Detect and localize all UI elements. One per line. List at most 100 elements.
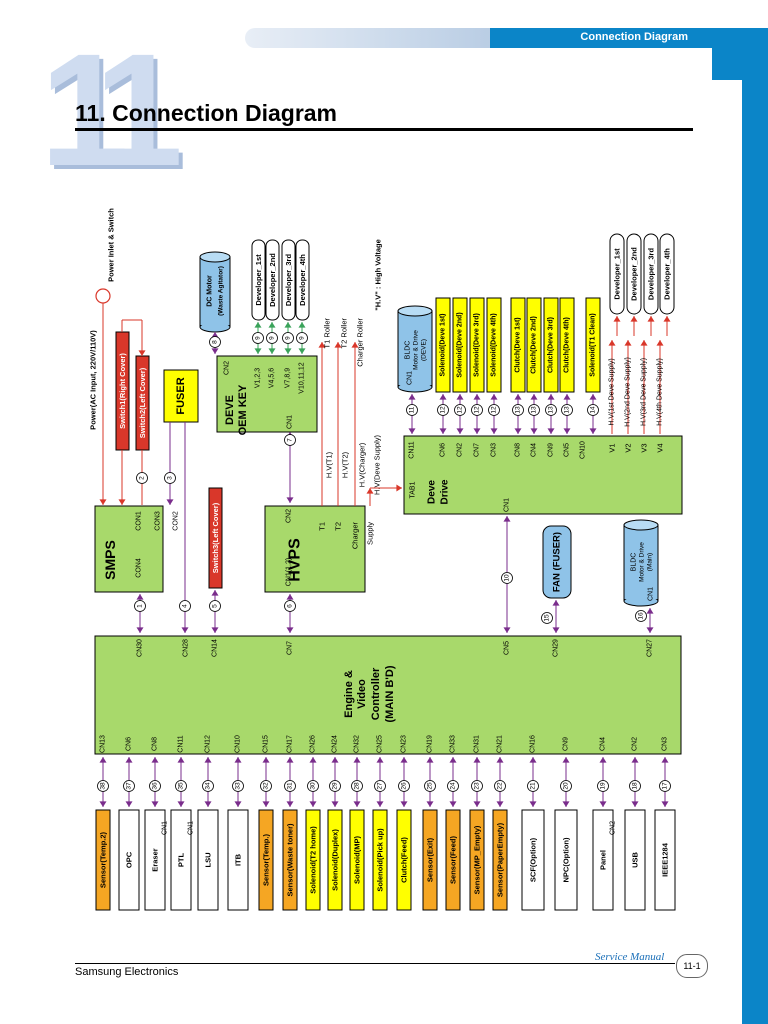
wire-bottom-13-arrow-top — [426, 757, 434, 763]
num-dc-motor-text: 8 — [212, 340, 219, 344]
bottom-component-6 — [258, 809, 274, 911]
wire-bottom-4-arrow-bottom — [204, 801, 212, 807]
bldc-main-cn1: CN1 — [648, 587, 655, 601]
deve-drive-cn-7: CN9 — [548, 443, 555, 457]
wire-solenoid-deve-0-arrow-top — [439, 394, 447, 400]
wire-bottom-8-arrow-bottom — [309, 801, 317, 807]
num-dev-left-1-text: 9 — [269, 336, 276, 340]
fan-fuser-box — [542, 525, 572, 599]
wire-dev-left-arrow-bot-1 — [268, 348, 276, 354]
wire-bottom-17-arrow-bottom — [529, 801, 537, 807]
developer-right-label-0: Developer_1st — [613, 248, 622, 300]
wire-bottom-14-arrow-top — [449, 757, 457, 763]
charger-roller-label: Charger Roller — [356, 318, 365, 367]
num-bottom-3-circle — [175, 780, 187, 792]
developer-left-0 — [251, 239, 266, 321]
wire-clutch-deve-1-arrow-top — [530, 394, 538, 400]
num-dev-left-1-circle — [266, 332, 278, 344]
wire-bottom-0-arrow-bottom — [99, 801, 107, 807]
hvps-cn1: CN1(1,2) — [286, 558, 293, 586]
hvps-box — [264, 505, 366, 593]
num-bottom-13-circle — [424, 780, 436, 792]
hv-out-label-1: H.V(T2) — [341, 451, 350, 478]
main-board-label-3: Controller — [370, 667, 382, 720]
wire-bottom-12-arrow-top — [400, 757, 408, 763]
wire-hv-deve-arrow-2 — [640, 340, 648, 346]
deve-cn1: CN1 — [287, 415, 294, 429]
num-power-2-circle — [136, 472, 148, 484]
num-fan-main-circle — [541, 612, 553, 624]
bottom-component-label-0: Sensor(Temp.2) — [99, 831, 108, 888]
bottom-component-1 — [118, 809, 140, 911]
developer-right-3 — [659, 233, 675, 315]
num-bldc-deve-circle — [406, 404, 418, 416]
clutch-deve-2 — [543, 297, 559, 393]
bottom-component-16 — [492, 809, 508, 911]
bottom-component-label-13: Sensor(Exit) — [426, 837, 435, 882]
solenoid-t1 — [585, 297, 601, 393]
main-board — [94, 635, 682, 755]
bottom-component-10 — [349, 809, 365, 911]
bottom-component-label-6: Sensor(Temp.) — [262, 834, 271, 886]
hv-deve-supply-label-2: H.V(3rd Deve Supply) — [641, 358, 648, 426]
deve-key-conn-2: V7,8,9 — [285, 368, 292, 388]
num-bottom-9-circle — [329, 780, 341, 792]
wire-bottom-5-arrow-top — [234, 757, 242, 763]
hvps-pin-3: Supply — [366, 522, 375, 545]
tab1-label: TAB1 — [410, 481, 417, 498]
num-bottom-19-text: 19 — [600, 782, 607, 790]
num-power-3-text: 3 — [167, 476, 174, 480]
num-clutch-deve-0-text: 13 — [515, 406, 522, 414]
wire-bottom-11-arrow-bottom — [376, 801, 384, 807]
main-bottom-cn-10: CN32 — [354, 735, 361, 753]
wire-bottom-12-arrow-bottom — [400, 801, 408, 807]
wire-solenoid-t1-arrow-bottom — [589, 428, 597, 434]
bldc-deve-label-3: (DEVE) — [421, 339, 428, 361]
wire-solenoid-deve-1-arrow-bottom — [456, 428, 464, 434]
bottom-component-0 — [95, 809, 111, 911]
wire-bottom-7-arrow-top — [286, 757, 294, 763]
wire-bottom-1-arrow-top — [125, 757, 133, 763]
clutch-deve-0 — [510, 297, 526, 393]
bottom-component-label-10: Solenoid(MP) — [353, 836, 362, 884]
bottom-component-21 — [654, 809, 676, 911]
bottom-component-label-12: Clutch(Feed) — [400, 837, 409, 883]
num-solenoid-deve-0-circle — [437, 404, 449, 416]
developer-right-1 — [626, 233, 642, 315]
num-drive-main-text: 10 — [504, 574, 511, 582]
deve-drive-cn-5: CN8 — [515, 443, 522, 457]
num-dev-left-2-circle — [282, 332, 294, 344]
developer-left-2 — [281, 239, 296, 321]
bldc-deve-label-1: BLDC — [405, 341, 412, 360]
num-bottom-8-circle — [307, 780, 319, 792]
num-bottom-13-text: 25 — [427, 782, 434, 790]
wire-bottom-18-arrow-bottom — [562, 801, 570, 807]
num-bottom-18-circle — [560, 780, 572, 792]
bottom-component-label-8: Solenoid(T2 home) — [309, 826, 318, 894]
main-bottom-cn-20: CN2 — [632, 737, 639, 751]
wire-bottom-19-arrow-bottom — [599, 801, 607, 807]
bottom-component-8 — [305, 809, 321, 911]
num-smps-main-text: 1 — [137, 604, 144, 608]
num-solenoid-deve-1-text: 12 — [457, 406, 464, 414]
num-bottom-16-text: 22 — [497, 782, 504, 790]
main-bottom-cn-21: CN3 — [662, 737, 669, 751]
sw2-arrow — [138, 350, 146, 356]
num-bottom-14-circle — [447, 780, 459, 792]
deve-drive-label-1: Deve — [427, 480, 438, 504]
wire-bottom-10-arrow-bottom — [353, 801, 361, 807]
wire-dev-right-arrow-3 — [663, 316, 671, 322]
num-clutch-deve-0-circle — [512, 404, 524, 416]
hv-deve-supply-label-3: H.V(4th Deve Supply) — [657, 358, 664, 426]
wire-bottom-6-arrow-bottom — [262, 801, 270, 807]
wire-solenoid-deve-2-arrow-bottom — [473, 428, 481, 434]
hv-out-label-2: H.V(Charger) — [358, 442, 367, 487]
footer-rule — [75, 963, 675, 964]
wire-bottom-21-arrow-bottom — [661, 801, 669, 807]
main-top-cn-0: CN30 — [137, 639, 144, 657]
main-bottom-cn-4: CN12 — [205, 735, 212, 753]
title-rule — [75, 128, 693, 131]
bottom-component-label-11: Solenoid(Pick up) — [376, 828, 385, 892]
hv-deve-supply-label-1: H.V(2nd Deve Supply) — [625, 357, 632, 427]
num-hvps-main-circle — [284, 600, 296, 612]
